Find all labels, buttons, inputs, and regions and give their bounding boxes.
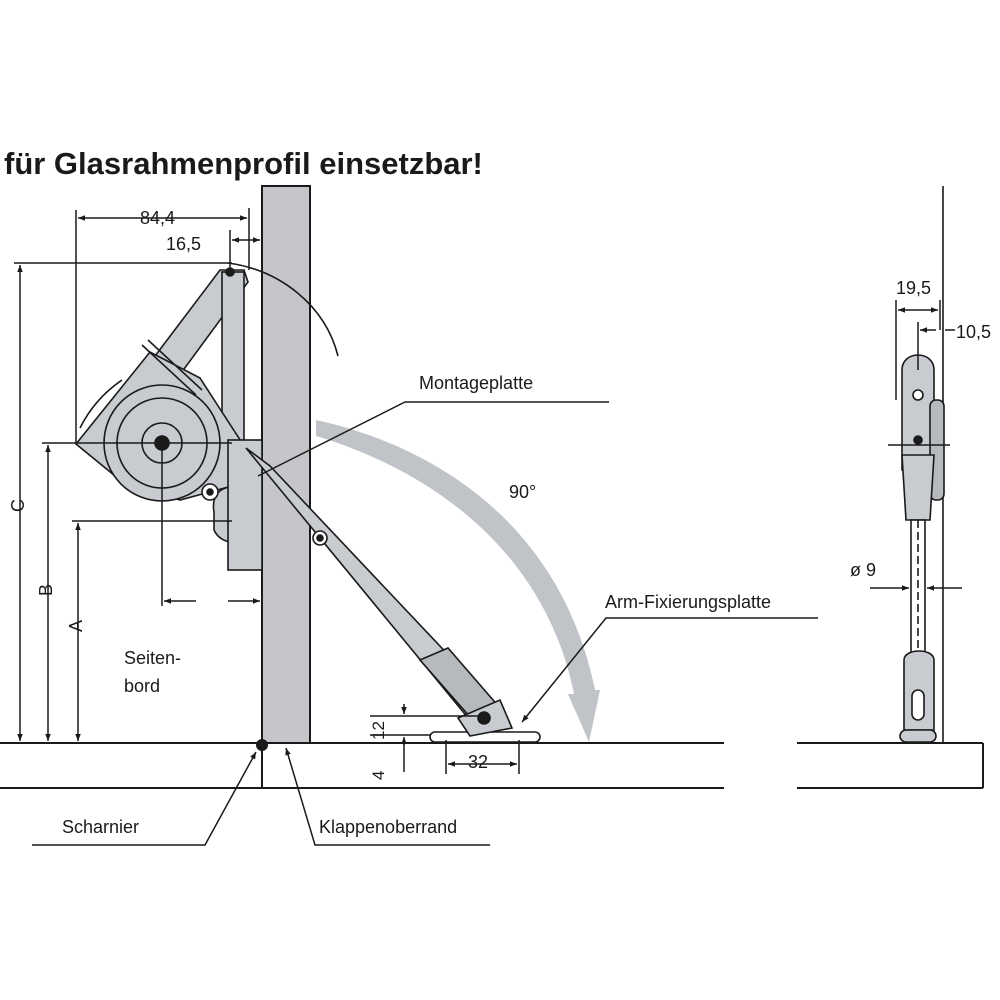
rotation-arrow	[316, 420, 600, 742]
dim-16-5: 16,5	[166, 234, 201, 254]
dim-10-5: 10,5	[956, 322, 991, 342]
dim-12: 12	[369, 721, 388, 740]
floor-lines	[0, 742, 984, 789]
dimension-lines	[14, 186, 962, 774]
page-title: für Glasrahmenprofil einsetzbar!	[4, 146, 483, 181]
dim-b-letter: B	[36, 584, 56, 596]
dim-84-4: 84,4	[140, 208, 175, 228]
angle-90: 90°	[509, 482, 536, 502]
side-view	[899, 186, 945, 743]
label-klappenoberrand: Klappenoberrand	[319, 817, 457, 837]
dim-diameter-9: ø 9	[850, 560, 876, 580]
hinge-point	[256, 739, 268, 751]
label-scharnier: Scharnier	[62, 817, 139, 837]
leader-lines	[32, 401, 818, 846]
dim-c-letter: C	[8, 499, 28, 512]
dim-4: 4	[369, 771, 388, 780]
dim-19-5: 19,5	[896, 278, 931, 298]
dim-a-letter: A	[66, 620, 86, 632]
dim-32: 32	[468, 752, 488, 772]
mechanism	[74, 262, 541, 743]
label-arm-fixierungsplatte: Arm-Fixierungsplatte	[605, 592, 771, 612]
label-seitenbord-line2: bord	[124, 676, 160, 696]
label-seitenbord-line1: Seiten-	[124, 648, 181, 668]
label-montageplatte: Montageplatte	[419, 373, 533, 393]
side-panel	[261, 185, 311, 744]
